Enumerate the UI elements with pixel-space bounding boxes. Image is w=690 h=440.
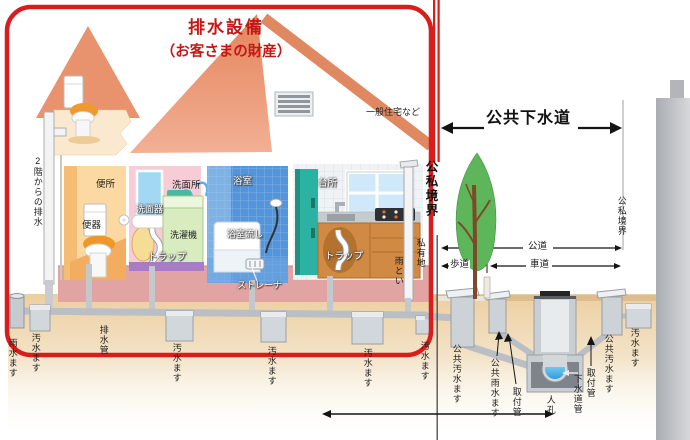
- sewage-basin-label-5: 汚水ます: [419, 341, 430, 381]
- bathroom-label: 浴室: [233, 176, 253, 187]
- rain-basin-label: 雨水ます: [7, 338, 18, 378]
- diagram-title: 排水設備 （お客さまの財産）: [133, 13, 319, 61]
- kitchen-label: 台所: [318, 178, 338, 189]
- public-sewer-title: 公共下水道: [486, 110, 572, 127]
- house-roof: [130, 13, 435, 153]
- house-note-label: 一般住宅など: [366, 107, 421, 117]
- gable-house: [36, 26, 140, 156]
- boundary-left-label: 公私境界: [423, 160, 438, 218]
- washroom-trap-label: トラップ: [148, 252, 187, 263]
- sidewalk-label: 歩道: [449, 259, 471, 271]
- kitchen-illustration: [293, 164, 423, 280]
- public-rain-basin-label: 公共雨水ます: [489, 358, 500, 418]
- boundary-line-left: [433, 0, 440, 440]
- second-floor-drain-label: 2階からの排水: [32, 156, 43, 227]
- sewage-basin-label-1: 汚水ます: [30, 333, 41, 373]
- public-sewage-basin-label-1: 公共汚水ます: [451, 344, 462, 404]
- sewage-basin-box-right: [625, 303, 652, 329]
- roadway-label: 車道: [529, 259, 551, 271]
- washroom-label: 洗面所: [172, 180, 201, 191]
- public-road-label: 公道: [527, 241, 549, 253]
- strainer-label: ストレーナ: [237, 280, 283, 290]
- sewage-basin-label-right: 汚水ます: [629, 328, 640, 368]
- bathroom-illustration: [207, 166, 288, 283]
- toilet-2f-illustration: [63, 75, 100, 144]
- boundary-right-label: 公私境界: [616, 196, 627, 236]
- bottom-span-arrow: [322, 410, 554, 418]
- sewage-basin-box: [29, 304, 432, 345]
- bathroom-sink-label: 浴室流し: [227, 229, 264, 239]
- sewer-span-arrow: [441, 122, 622, 134]
- diagram-title-line1: 排水設備: [188, 18, 264, 37]
- kitchen-trap-label: トラップ: [325, 251, 364, 262]
- washing-machine-label: 洗濯機: [170, 230, 198, 240]
- washroom-illustration: [129, 166, 209, 271]
- curb-post: [483, 276, 491, 299]
- connection-pipe-label-1: 取付管: [511, 387, 522, 417]
- sewage-basin-label-4: 汚水ます: [362, 348, 373, 388]
- leader-arrows: [495, 331, 595, 385]
- public-sewage-basin-label-2: 公共汚水ます: [603, 334, 614, 394]
- drain-pipe-label: 排水管: [98, 325, 109, 355]
- private-property-frame: [4, 4, 434, 358]
- public-rain-basin-cylinder: [483, 276, 511, 334]
- public-sewage-basin-cylinder-2: [596, 288, 627, 336]
- diagram-title-line2: （お客さまの財産）: [160, 44, 292, 60]
- wash-basin-label: 洗面器: [136, 204, 164, 214]
- tree-illustration: [455, 152, 497, 299]
- toilet-room-illustration: [64, 166, 130, 280]
- toilet-room-label: 便所: [96, 179, 116, 190]
- private-land-label: 私有地: [415, 238, 426, 268]
- manhole-label: 人孔: [545, 395, 556, 415]
- sewer-pipe-label: 下水道管: [572, 374, 583, 414]
- second-floor-drain-pipe: [43, 111, 67, 285]
- connection-pipe-label-2: 取付管: [585, 368, 596, 398]
- sewage-basin-label-2: 汚水ます: [171, 343, 182, 383]
- sewage-basin-label-3: 汚水ます: [266, 346, 277, 386]
- rain-gutter-label: 雨とい: [393, 256, 404, 286]
- public-sewage-basin-cylinder: [445, 287, 480, 348]
- toilet-bowl-label: 便器: [82, 220, 102, 231]
- neighbor-building: [656, 80, 690, 440]
- underground-pipes-private: [9, 264, 432, 345]
- rain-basin-cylinder: [9, 293, 25, 329]
